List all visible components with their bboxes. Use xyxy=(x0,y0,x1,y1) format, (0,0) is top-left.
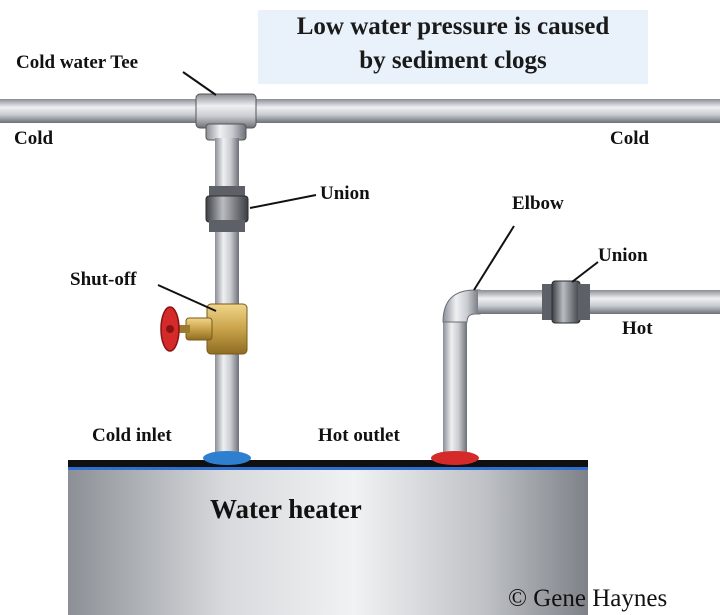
hot-elbow xyxy=(442,289,481,323)
label-hot: Hot xyxy=(622,318,653,339)
water-heater-top xyxy=(68,460,588,468)
cold-water-tee xyxy=(195,93,257,141)
leader-shutoff xyxy=(157,284,217,312)
hot-outlet-cap xyxy=(431,451,479,465)
label-shutoff: Shut-off xyxy=(70,269,137,290)
leader-elbow xyxy=(473,225,515,291)
leader-tee xyxy=(182,71,217,96)
label-cold-left: Cold xyxy=(14,128,54,149)
label-hot-outlet: Hot outlet xyxy=(318,425,400,446)
title-box: Low water pressure is caused by sediment… xyxy=(258,10,648,84)
label-cold-right: Cold xyxy=(610,128,650,149)
copyright-text: © Gene Haynes xyxy=(508,585,668,612)
water-heater-body xyxy=(68,464,588,615)
cold-inlet-cap xyxy=(203,451,251,465)
label-cold-water-tee: Cold water Tee xyxy=(16,52,139,73)
water-heater-trim xyxy=(68,467,588,470)
title-line-2: by sediment clogs xyxy=(359,47,547,74)
leader-union-cold xyxy=(249,194,317,209)
label-water-heater: Water heater xyxy=(210,494,362,524)
label-cold-inlet: Cold inlet xyxy=(92,425,172,446)
hot-horizontal-pipe xyxy=(478,290,720,314)
leader-union-hot xyxy=(571,261,599,283)
shutoff-valve xyxy=(160,303,248,355)
water-heater xyxy=(68,460,588,615)
hot-union xyxy=(542,280,590,324)
title-line-1: Low water pressure is caused xyxy=(296,13,610,40)
hot-vertical-pipe xyxy=(443,318,467,458)
cold-main-pipe xyxy=(0,99,720,123)
label-elbow: Elbow xyxy=(512,193,564,214)
label-union-cold: Union xyxy=(320,183,370,204)
leader-lines xyxy=(157,71,599,312)
cold-union xyxy=(205,186,249,232)
label-union-hot: Union xyxy=(598,245,648,266)
